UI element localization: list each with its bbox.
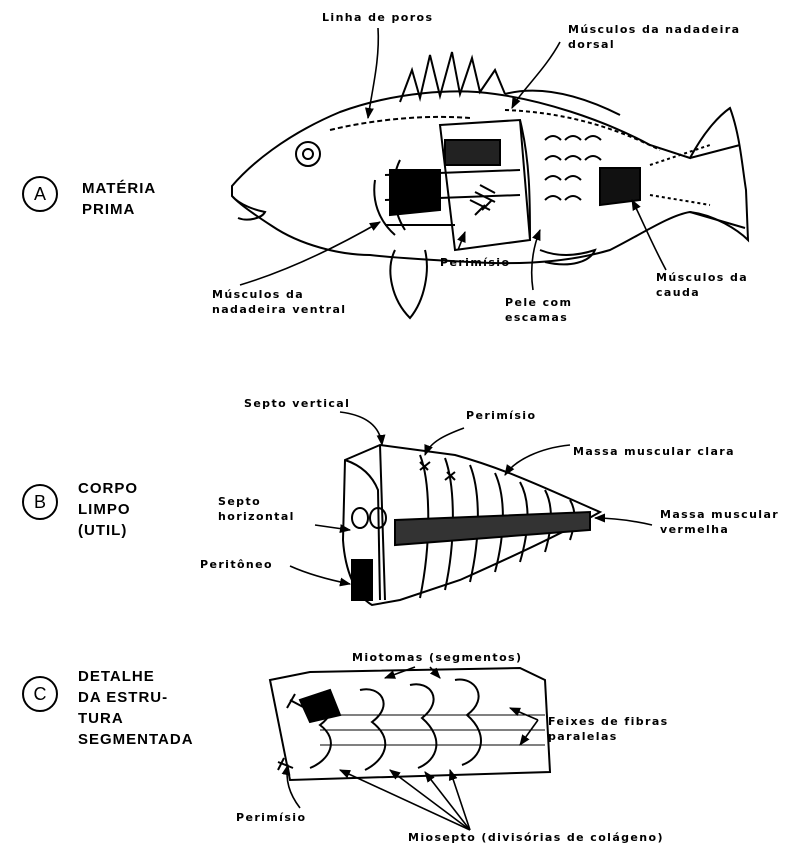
section-b-title-line1: CORPO bbox=[78, 478, 138, 499]
label-musculos-dorsal-line1: Músculos da nadadeira bbox=[568, 22, 740, 37]
section-c-title-line1: DETALHE bbox=[78, 666, 194, 687]
label-perimisio-a: Perimísio bbox=[440, 255, 510, 270]
label-massa-vermelha-line2: vermelha bbox=[660, 522, 779, 537]
section-a-marker: A bbox=[22, 176, 58, 212]
label-septo-horizontal: Septo horizontal bbox=[218, 494, 295, 524]
section-a-title-line2: PRIMA bbox=[82, 199, 156, 220]
label-musculos-ventral-line1: Músculos da bbox=[212, 287, 346, 302]
section-c-title-line3: TURA bbox=[78, 708, 194, 729]
segment-detail-drawing bbox=[270, 668, 550, 780]
label-cauda-line2: cauda bbox=[656, 285, 748, 300]
section-c-title: DETALHE DA ESTRU- TURA SEGMENTADA bbox=[78, 666, 194, 750]
arrow-miosepto-1 bbox=[340, 770, 470, 830]
arrow-musculos-dorsal bbox=[512, 42, 560, 108]
arrow-musculos-ventral bbox=[240, 222, 380, 285]
section-a-title: MATÉRIA PRIMA bbox=[82, 178, 156, 220]
arrow-massa-vermelha bbox=[595, 518, 652, 525]
label-feixes-line2: paralelas bbox=[548, 729, 669, 744]
label-feixes-line1: Feixes de fibras bbox=[548, 714, 669, 729]
label-pele-line2: escamas bbox=[505, 310, 572, 325]
label-pele-line1: Pele com bbox=[505, 295, 572, 310]
section-c-title-line2: DA ESTRU- bbox=[78, 687, 194, 708]
label-cauda-line1: Músculos da bbox=[656, 270, 748, 285]
section-b-title-line2: LIMPO bbox=[78, 499, 138, 520]
arrow-perimisio-a bbox=[458, 232, 465, 250]
label-miosepto: Miosepto (divisórias de colágeno) bbox=[408, 830, 664, 845]
label-perimisio-c: Perimísio bbox=[236, 810, 306, 825]
section-b-title-line3: (UTIL) bbox=[78, 520, 138, 541]
label-peritoneo: Peritôneo bbox=[200, 557, 273, 572]
section-a-title-line1: MATÉRIA bbox=[82, 178, 156, 199]
section-a-letter: A bbox=[34, 184, 46, 205]
section-c-marker: C bbox=[22, 676, 58, 712]
arrow-miotomos-1 bbox=[385, 667, 415, 678]
section-c-title-line4: SEGMENTADA bbox=[78, 729, 194, 750]
arrow-massa-clara bbox=[505, 445, 570, 475]
label-massa-vermelha: Massa muscular vermelha bbox=[660, 507, 779, 537]
arrow-septo-horizontal bbox=[315, 525, 350, 530]
label-pele-escamas: Pele com escamas bbox=[505, 295, 572, 325]
label-septo-horizontal-line2: horizontal bbox=[218, 509, 295, 524]
label-musculos-ventral: Músculos da nadadeira ventral bbox=[212, 287, 346, 317]
label-septo-vertical: Septo vertical bbox=[244, 396, 350, 411]
label-septo-horizontal-line1: Septo bbox=[218, 494, 295, 509]
arrow-linha-poros bbox=[368, 28, 378, 118]
label-perimisio-b: Perimísio bbox=[466, 408, 536, 423]
label-miotomos: Miotomas (segmentos) bbox=[352, 650, 522, 665]
label-feixes: Feixes de fibras paralelas bbox=[548, 714, 669, 744]
label-massa-vermelha-line1: Massa muscular bbox=[660, 507, 779, 522]
arrow-feixes-2 bbox=[520, 720, 538, 745]
clean-body-drawing bbox=[343, 445, 600, 605]
section-b-marker: B bbox=[22, 484, 58, 520]
section-b-title: CORPO LIMPO (UTIL) bbox=[78, 478, 138, 541]
arrow-septo-vertical bbox=[340, 412, 382, 445]
section-c-letter: C bbox=[34, 684, 47, 705]
label-musculos-ventral-line2: nadadeira ventral bbox=[212, 302, 346, 317]
arrow-pele bbox=[532, 230, 540, 290]
label-musculos-cauda: Músculos da cauda bbox=[656, 270, 748, 300]
arrow-peritoneo bbox=[290, 566, 350, 584]
label-musculos-dorsal: Músculos da nadadeira dorsal bbox=[568, 22, 740, 52]
section-b-letter: B bbox=[34, 492, 46, 513]
label-massa-clara: Massa muscular clara bbox=[573, 444, 735, 459]
label-musculos-dorsal-line2: dorsal bbox=[568, 37, 740, 52]
arrow-feixes-1 bbox=[510, 708, 538, 720]
label-linha-poros: Linha de poros bbox=[322, 10, 433, 25]
arrow-miosepto-4 bbox=[450, 770, 470, 830]
